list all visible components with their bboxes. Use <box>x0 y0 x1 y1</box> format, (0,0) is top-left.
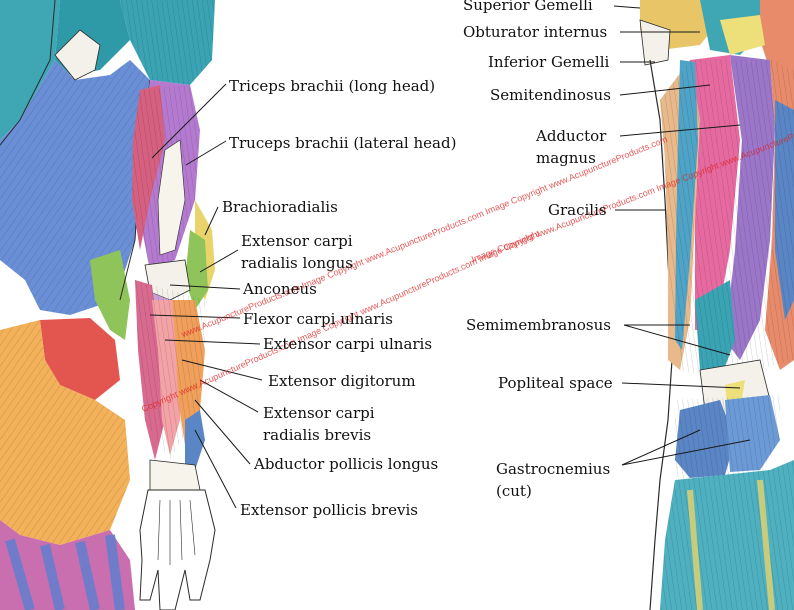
label-obturator-internus: Obturator internus <box>463 23 608 41</box>
leader-brachioradialis <box>204 206 219 236</box>
leader-ext-digitorum <box>181 359 263 381</box>
label-popliteal-space: Popliteal space <box>498 374 613 392</box>
hand <box>139 489 216 610</box>
arm-muscles <box>120 0 216 610</box>
ecrl-muscle <box>185 230 208 310</box>
gluteus-medius-muscle <box>40 318 120 400</box>
label-extensor-carpi-radialis-longus: Extensor carpi radialis longus <box>241 230 353 274</box>
teal-shoulder-muscle <box>0 0 60 140</box>
label-adductor-magnus: Adductor magnus <box>536 125 606 169</box>
hand-tendons <box>157 499 196 565</box>
sciatic-yellow <box>720 15 765 55</box>
label-semitendinosus: Semitendinosus <box>490 86 611 104</box>
forearm-fibers <box>135 280 205 460</box>
label-triceps-lateral-head: Truceps brachii (lateral head) <box>229 134 457 152</box>
label-triceps-long-head: Triceps brachii (long head) <box>229 77 436 95</box>
wrist <box>149 459 201 491</box>
leader-anconeus <box>169 284 241 290</box>
leader-ecrb <box>199 379 259 413</box>
triceps-tendon <box>157 139 186 256</box>
label-superior-gemelli: Superior Gemelli <box>463 0 593 14</box>
leader-lines <box>149 5 751 509</box>
label-semimembranosus: Semimembranosus <box>466 316 611 334</box>
label-gastro-line-1: Gastrocnemius <box>496 460 611 478</box>
lower-leg-fibers <box>660 460 794 610</box>
leader-apl <box>194 399 251 465</box>
label-inferior-gemelli: Inferior Gemelli <box>488 53 610 71</box>
leader-fcu <box>149 314 241 319</box>
label-flexor-carpi-ulnaris: Flexor carpi ulnaris <box>243 310 393 328</box>
label-extensor-digitorum: Extensor digitorum <box>268 372 416 390</box>
label-gastro-line-2: (cut) <box>496 482 532 500</box>
thigh-stripes <box>5 534 125 610</box>
leader-epb <box>194 429 237 509</box>
label-extensor-pollicis-brevis: Extensor pollicis brevis <box>240 501 418 519</box>
label-adductor-line-2: magnus <box>536 149 596 167</box>
gluteus-maximus-fibers <box>0 320 130 545</box>
label-ecrb-line-1: Extensor carpi <box>263 404 375 422</box>
obturator-area <box>639 19 671 66</box>
leader-gastro-a <box>621 429 701 466</box>
torso-back-muscles <box>0 0 151 610</box>
label-anconeus: Anconeus <box>243 280 317 298</box>
thigh-muscles-bottom <box>0 520 135 610</box>
leader-semimembranosus-b <box>623 324 731 356</box>
leader-superior-gemelli <box>613 5 641 9</box>
hip-green-muscle <box>90 250 130 340</box>
leader-adductor <box>619 124 741 137</box>
label-ecrl-line-2: radialis longus <box>241 254 353 272</box>
label-extensor-carpi-radialis-brevis: Extensor carpi radialis brevis <box>263 402 375 446</box>
leader-gastro-b <box>621 439 751 466</box>
label-gastrocnemius-cut: Gastrocnemius (cut) <box>496 458 610 502</box>
label-extensor-carpi-ulnaris: Extensor carpi ulnaris <box>263 335 433 353</box>
apl-muscle <box>185 410 205 470</box>
leader-ecrl <box>199 249 239 273</box>
label-abductor-pollicis-longus: Abductor pollicis longus <box>254 455 439 473</box>
label-gracilis: Gracilis <box>548 201 607 219</box>
label-ecrl-line-1: Extensor carpi <box>241 232 353 250</box>
deltoid-fibers <box>120 0 215 85</box>
latissimus-dorsi-fibers <box>0 60 150 315</box>
label-adductor-line-1: Adductor <box>536 127 607 145</box>
leader-triceps-lateral <box>185 140 227 166</box>
leader-ecu <box>164 339 261 345</box>
label-brachioradialis: Brachioradialis <box>222 198 338 216</box>
lower-leg-strips <box>687 479 775 610</box>
leader-popliteal <box>621 382 741 389</box>
scapula-white-area <box>54 29 101 81</box>
leader-triceps-long <box>151 83 227 159</box>
leg-muscles <box>639 0 794 610</box>
thigh-fibers <box>660 60 794 380</box>
label-ecrb-line-2: radialis brevis <box>263 426 372 444</box>
leader-semitendinosus <box>619 84 711 96</box>
gastrocnemius-fibers <box>675 395 780 478</box>
